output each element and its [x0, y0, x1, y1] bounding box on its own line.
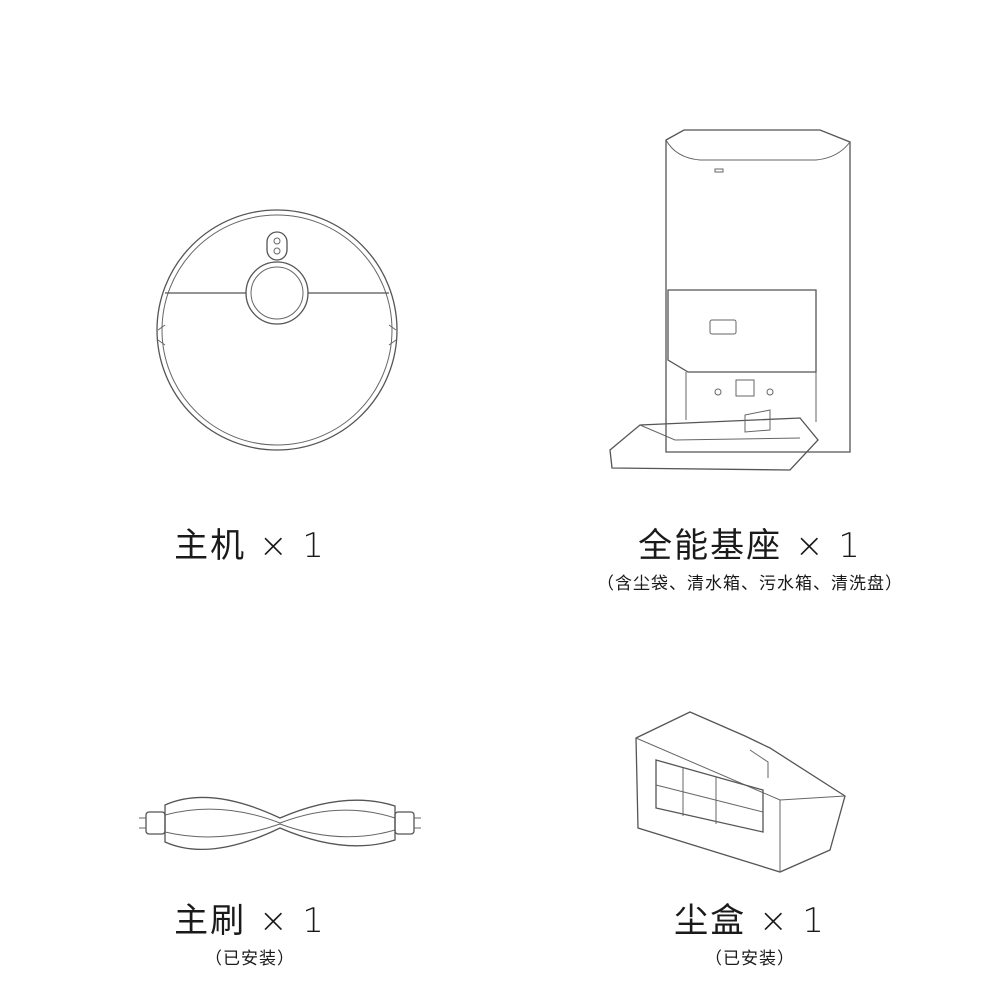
dust-box-illustration	[635, 711, 846, 873]
item-dustbox-label: 尘盒 × 1	[674, 901, 826, 941]
item-robot-label: 主机 × 1	[174, 526, 326, 566]
main-brush-illustration	[139, 796, 421, 850]
item-brush-note: （已安装）	[205, 949, 295, 969]
robot-vacuum-illustration	[156, 209, 398, 451]
item-brush-label: 主刷 × 1	[174, 901, 326, 941]
item-brush: 主刷 × 1 （已安装）	[0, 500, 500, 1000]
base-station-illustration	[609, 129, 851, 471]
item-base: 全能基座 × 1 （含尘袋、清水箱、污水箱、清洗盘）	[500, 0, 1000, 594]
item-base-label: 全能基座 × 1	[638, 526, 862, 566]
item-dustbox: 尘盒 × 1 （已安装）	[500, 500, 1000, 1000]
item-base-note: （含尘袋、清水箱、污水箱、清洗盘）	[597, 574, 903, 594]
item-dustbox-note: （已安装）	[705, 949, 795, 969]
item-robot: 主机 × 1	[0, 0, 500, 566]
